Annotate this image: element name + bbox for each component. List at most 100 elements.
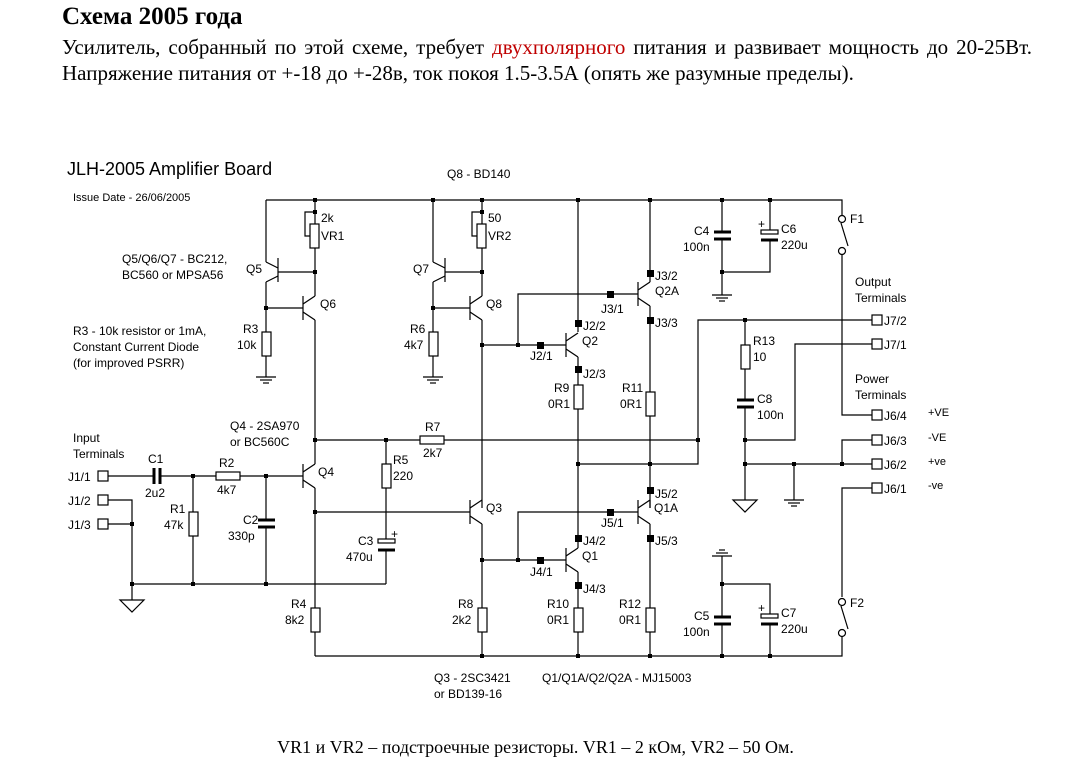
input-section: J1/1 J1/2 J1/3 C1 2u2 R2 4k7 R1 47k C2 3… bbox=[68, 452, 386, 613]
c6-ref: C6 bbox=[781, 222, 797, 236]
r13-ref: R13 bbox=[753, 334, 775, 348]
junction-dots bbox=[130, 198, 844, 658]
footer-note: VR1 и VR2 – подстроечные резисторы. VR1 … bbox=[277, 737, 794, 757]
c5-ref: C5 bbox=[694, 609, 710, 623]
pin-j6-4: J6/4 bbox=[884, 409, 907, 423]
note-r3-3: (for improved PSRR) bbox=[73, 356, 184, 370]
c7-ref: C7 bbox=[781, 606, 797, 620]
r1-value: 47k bbox=[164, 518, 184, 532]
c3-value: 470u bbox=[346, 550, 373, 564]
fuse-f1: F1 bbox=[837, 212, 872, 416]
pin-j3-2: J3/2 bbox=[655, 269, 678, 283]
pin-j2-3: J2/3 bbox=[583, 367, 606, 381]
r2-value: 4k7 bbox=[217, 483, 237, 497]
q7-label: Q7 bbox=[413, 262, 429, 276]
r8-value: 2k2 bbox=[452, 613, 472, 627]
transistor-q6: Q6 bbox=[266, 272, 336, 437]
q1a-label: Q1A bbox=[654, 501, 678, 515]
output-terminals: J7/2 J7/1 bbox=[745, 314, 907, 441]
transistor-q7: Q7 bbox=[413, 258, 482, 308]
c2-ref: C2 bbox=[243, 513, 259, 527]
pin-j7-1: J7/1 bbox=[884, 338, 907, 352]
r3-value: 10k bbox=[237, 338, 257, 352]
c3-ref: C3 bbox=[358, 534, 374, 548]
r9-ref: R9 bbox=[554, 381, 570, 395]
label-output-2: Terminals bbox=[855, 291, 906, 305]
description-text-2: питания и развивает мощность до 20-25Вт.… bbox=[62, 35, 1032, 85]
c4-ref: C4 bbox=[694, 224, 710, 238]
pin-j6-2: J6/2 bbox=[884, 458, 907, 472]
description-text-1: Усилитель, собранный по этой схеме, треб… bbox=[62, 35, 493, 59]
pin-j4-3: J4/3 bbox=[583, 582, 606, 596]
vr1-trimmer: 2k VR1 bbox=[304, 200, 345, 272]
q2a-label: Q2A bbox=[655, 284, 679, 298]
note-q3-2: or BD139-16 bbox=[434, 687, 502, 701]
c5-value: 100n bbox=[683, 625, 710, 639]
label-power-1: Power bbox=[855, 372, 889, 386]
capacitor-c6: + C6 220u bbox=[722, 200, 808, 273]
rail-minus-ve: -ve bbox=[928, 480, 943, 492]
pin-j5-3: J5/3 bbox=[655, 534, 678, 548]
pin-j6-1: J6/1 bbox=[884, 482, 907, 496]
pin-j2-1: J2/1 bbox=[530, 349, 553, 363]
r5-ref: R5 bbox=[393, 453, 409, 467]
pin-j5-2: J5/2 bbox=[655, 487, 678, 501]
q2-label: Q2 bbox=[582, 334, 598, 348]
c8-ref: C8 bbox=[757, 392, 773, 406]
r9-value: 0R1 bbox=[548, 397, 570, 411]
note-q8: Q8 - BD140 bbox=[447, 167, 511, 181]
c4-value: 100n bbox=[683, 240, 710, 254]
transistor-q1a: J5/2 Q1A J5/3 R12 0R1 bbox=[619, 487, 678, 656]
pin-j5-1: J5/1 bbox=[601, 516, 624, 530]
r2-ref: R2 bbox=[219, 456, 235, 470]
vr1-ref: VR1 bbox=[321, 229, 345, 243]
power-terminals: J6/4 J6/3 J6/2 J6/1 +VE -VE +ve -ve bbox=[745, 407, 949, 597]
vr2-ref: VR2 bbox=[488, 229, 512, 243]
r1-ref: R1 bbox=[170, 502, 186, 516]
pin-j4-2: J4/2 bbox=[583, 534, 606, 548]
transistor-q2a: J3/2 Q2A J3/3 bbox=[637, 200, 679, 392]
note-q3-1: Q3 - 2SC3421 bbox=[434, 671, 511, 685]
r11-value: 0R1 bbox=[620, 397, 642, 411]
pin-j1-3: J1/3 bbox=[68, 518, 91, 532]
article-title: Схема 2005 года bbox=[62, 3, 243, 30]
c3-plus: + bbox=[391, 527, 398, 541]
q1-label: Q1 bbox=[582, 549, 598, 563]
upper-drive-net: J2/1 J3/1 bbox=[482, 293, 638, 363]
c6-plus: + bbox=[758, 217, 765, 231]
note-q567-2: BC560 or MPSA56 bbox=[122, 268, 224, 282]
pin-j7-2: J7/2 bbox=[884, 314, 907, 328]
r4-ref: R4 bbox=[291, 597, 307, 611]
pin-j6-3: J6/3 bbox=[884, 434, 907, 448]
c7-value: 220u bbox=[781, 622, 808, 636]
r12-ref: R12 bbox=[619, 597, 641, 611]
note-r3-2: Constant Current Diode bbox=[73, 340, 199, 354]
note-q4-2: or BC560C bbox=[230, 435, 290, 449]
r8-ref: R8 bbox=[458, 597, 474, 611]
transistor-q4: Q4 bbox=[302, 437, 334, 608]
schematic-title: JLH-2005 Amplifier Board bbox=[67, 159, 272, 179]
label-input-2: Terminals bbox=[73, 447, 124, 461]
zobel-network: R13 10 C8 100n bbox=[731, 320, 784, 513]
issue-date: Issue Date - 26/06/2005 bbox=[73, 192, 190, 204]
r6-value: 4k7 bbox=[404, 338, 424, 352]
note-r3-1: R3 - 10k resistor or 1mA, bbox=[73, 324, 206, 338]
f1-ref: F1 bbox=[850, 212, 864, 226]
label-power-2: Terminals bbox=[855, 388, 906, 402]
lower-drive-net: J4/1 J5/1 bbox=[482, 511, 638, 579]
c6-value: 220u bbox=[781, 238, 808, 252]
rail-plus-VE: +VE bbox=[928, 407, 949, 419]
resistor-r9: R9 0R1 bbox=[548, 381, 584, 508]
r3-ref: R3 bbox=[243, 322, 259, 336]
capacitor-c3: + C3 470u bbox=[346, 527, 398, 584]
capacitor-c4: C4 100n bbox=[683, 200, 732, 302]
r6-ref: R6 bbox=[410, 322, 426, 336]
vr2-value: 50 bbox=[488, 211, 502, 225]
resistor-r3: R3 10k bbox=[237, 308, 276, 384]
c1-ref: C1 bbox=[148, 452, 164, 466]
pin-j1-1: J1/1 bbox=[68, 470, 91, 484]
note-q567-1: Q5/Q6/Q7 - BC212, bbox=[122, 252, 227, 266]
q3-label: Q3 bbox=[486, 501, 502, 515]
r10-ref: R10 bbox=[547, 597, 569, 611]
